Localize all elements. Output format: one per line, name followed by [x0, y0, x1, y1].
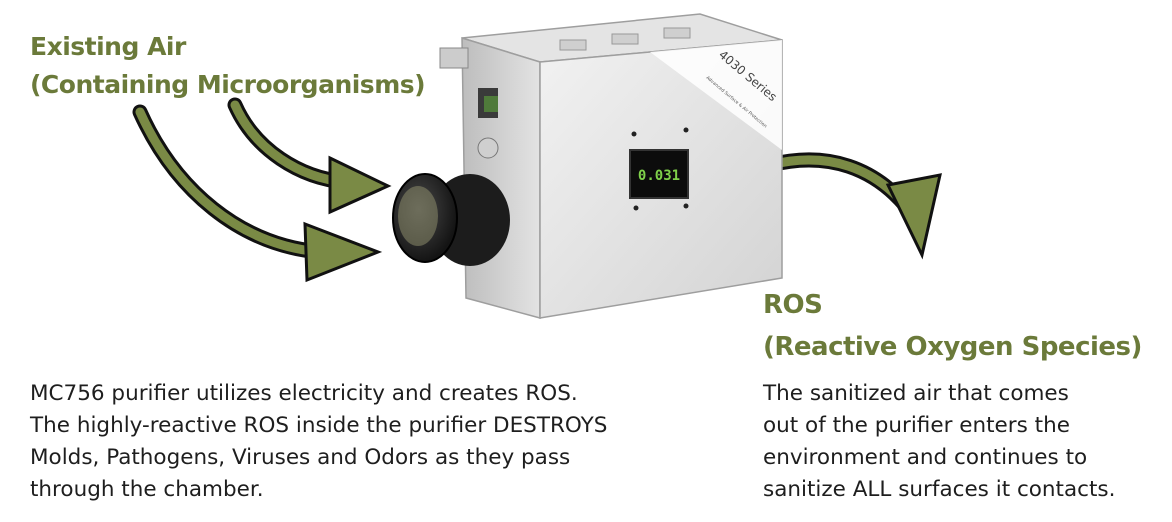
purifier-description-line: through the chamber.	[30, 477, 264, 502]
incoming-air-arrow-lower	[132, 104, 383, 283]
existing-air-label: Existing Air	[30, 32, 186, 61]
purifier-description-line: MC756 purifier utilizes electricity and …	[30, 381, 578, 406]
outgoing-ros-arrow	[762, 152, 942, 260]
purifier-description-line: The highly-reactive ROS inside the purif…	[30, 413, 608, 438]
purifier-description: MC756 purifier utilizes electricity and …	[30, 378, 607, 506]
sanitized-air-description-line: sanitize ALL surfaces it contacts.	[763, 477, 1116, 502]
sanitized-air-description-line: out of the purifier enters the	[763, 413, 1070, 438]
ros-sublabel: (Reactive Oxygen Species)	[763, 332, 1142, 362]
device-display-value: 0.031	[638, 168, 680, 184]
ros-label: ROS	[763, 290, 823, 320]
sanitized-air-description-line: The sanitized air that comes	[763, 381, 1069, 406]
purifier-description-line: Molds, Pathogens, Viruses and Odors as t…	[30, 445, 571, 470]
incoming-air-arrow-upper	[227, 97, 392, 215]
existing-air-sublabel: (Containing Microorganisms)	[30, 70, 426, 99]
sanitized-air-description-line: environment and continues to	[763, 445, 1088, 470]
sanitized-air-description: The sanitized air that comes out of the …	[763, 378, 1115, 506]
purifier-device	[392, 13, 783, 319]
